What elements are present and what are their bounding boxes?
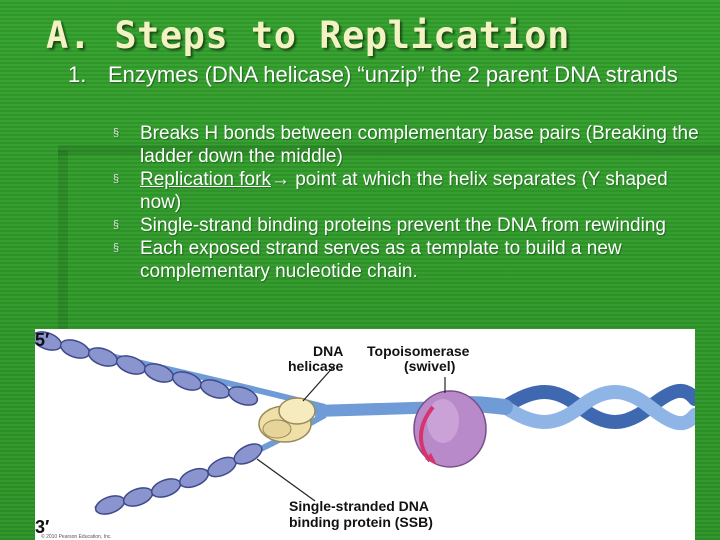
helicase-label-line2: helicase [288,358,343,374]
end-5-label: 5′ [35,330,49,350]
main-point: 1. Enzymes (DNA helicase) “unzip” the 2 … [68,62,708,87]
ssb-label-line2: binding protein (SSB) [289,514,433,530]
ssb-beads-lower [94,443,263,515]
subpoint-text: Single-strand binding proteins prevent t… [140,215,666,236]
ssb-beads-upper [35,331,259,406]
topo-label-line1: Topoisomerase [367,343,470,359]
arrow-right-icon: → [270,169,290,190]
topoisomerase-enzyme [413,390,487,468]
subpoint-text: point at which the helix separates (Y sh… [140,169,668,213]
ssb-leader-line [256,458,316,502]
slide-title: A. Steps to Replication [46,14,570,57]
subpoint-template: § Each exposed strand serves as a templa… [113,237,713,283]
subpoint-hbonds: § Breaks H bonds between complementary b… [113,122,713,168]
decorative-horizontal-bar [58,145,720,155]
bullet-icon: § [113,173,120,185]
replication-fork-link[interactable]: Replication fork [140,169,271,190]
subpoint-text: Each exposed strand serves as a template… [140,238,622,282]
copyright-text: © 2010 Pearson Education, Inc. [41,533,112,540]
helicase-label-line1: DNA [313,343,343,359]
bullet-icon: § [113,219,120,231]
helicase-enzyme [258,397,316,443]
end-3-label: 3′ [35,517,49,537]
replication-diagram: 5′ 3′ DNA helicase Topoisomerase (swivel… [35,329,695,540]
point-number: 1. [68,62,87,87]
point-text: Enzymes (DNA helicase) “unzip” the 2 par… [108,62,678,87]
replication-diagram-svg: 5′ 3′ DNA helicase Topoisomerase (swivel… [35,330,695,540]
subpoint-ssb: § Single-strand binding proteins prevent… [113,214,713,237]
ssb-label-line1: Single-stranded DNA [289,498,429,514]
helicase-leader-line [302,364,336,402]
topo-label-line2: (swivel) [404,358,455,374]
subpoint-text: Breaks H bonds between complementary bas… [140,123,699,167]
subpoint-replication-fork: § Replication fork→ point at which the h… [113,168,713,214]
bullet-icon: § [113,242,120,254]
subpoint-list: § Breaks H bonds between complementary b… [113,122,713,283]
bullet-icon: § [113,127,120,139]
